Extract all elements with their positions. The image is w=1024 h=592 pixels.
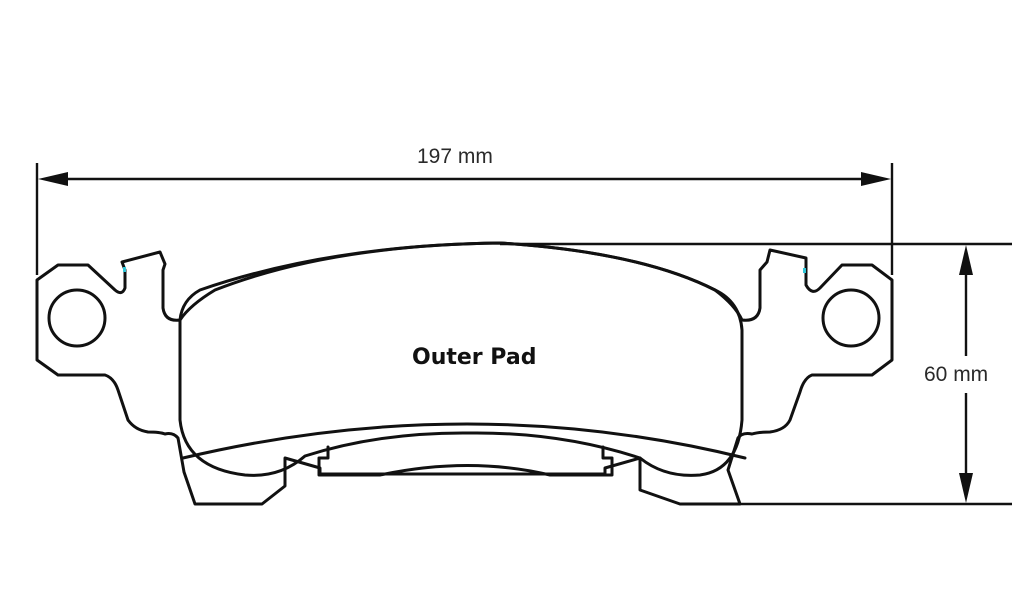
friction-material-outline <box>178 241 744 477</box>
pad-label: Outer Pad <box>412 345 537 370</box>
backing-plate-outline <box>35 241 894 506</box>
sensor-marker-left-icon <box>123 267 126 272</box>
height-dimension-label: 60 mm <box>924 363 989 386</box>
lower-arc-outline <box>181 422 747 460</box>
width-dimension <box>35 163 894 275</box>
arrow-left-icon <box>38 172 68 186</box>
arrow-down-icon <box>959 473 973 503</box>
width-dimension-label: 197 mm <box>417 145 493 168</box>
mounting-hole-right <box>821 288 881 348</box>
height-dimension <box>500 242 1012 506</box>
center-slot-outline <box>317 445 614 477</box>
sensor-marker-right-icon <box>803 268 806 273</box>
mounting-hole-left <box>47 288 107 348</box>
arrow-right-icon <box>861 172 891 186</box>
arrow-up-icon <box>959 245 973 275</box>
